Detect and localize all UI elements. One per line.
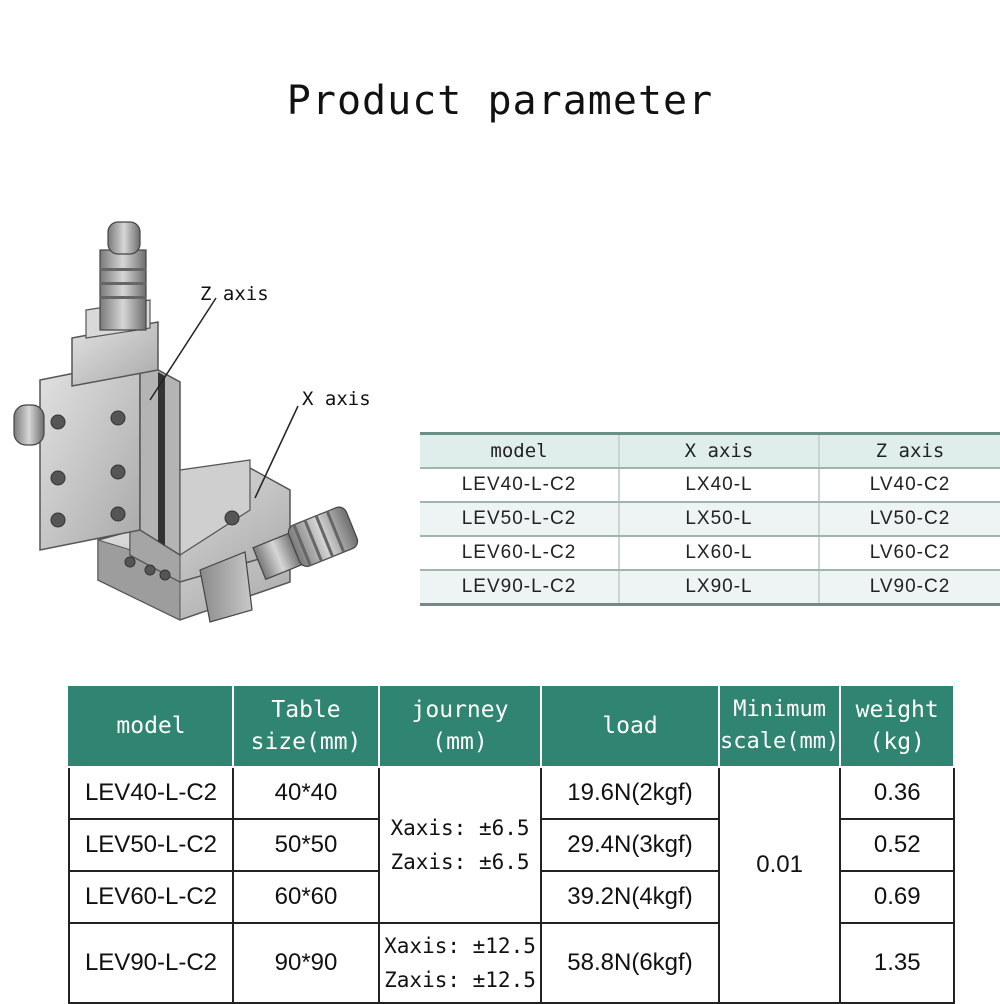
size-cell: 90*90 xyxy=(232,922,380,1004)
table-row: LEV90-L-C2 90*90 Xaxis: ±12.5 Zaxis: ±12… xyxy=(68,922,956,1004)
load-header: load xyxy=(540,684,720,768)
load-cell: 58.8N(6kgf) xyxy=(540,922,720,1004)
z-axis-cell: LV50-C2 xyxy=(818,502,1000,537)
model-cell: LEV60-L-C2 xyxy=(420,536,619,571)
journey-cell-small: Xaxis: ±6.5 Zaxis: ±6.5 xyxy=(378,766,542,924)
x-axis-cell: LX60-L xyxy=(618,536,819,571)
table-row: LEV40-L-C2 40*40 Xaxis: ±6.5 Zaxis: ±6.5… xyxy=(68,766,956,1004)
page-title: Product parameter xyxy=(286,78,714,124)
load-cell: 19.6N(2kgf) xyxy=(540,766,720,820)
weight-cell: 0.69 xyxy=(839,870,956,924)
x-axis-cell: LX90-L xyxy=(618,570,819,605)
x-axis-label: X axis xyxy=(302,388,371,410)
z-axis-cell: LV90-C2 xyxy=(818,570,1000,605)
min-scale-cell: 0.01 xyxy=(717,766,842,1004)
load-cell: 29.4N(3kgf) xyxy=(540,818,720,872)
table-row: LEV60-L-C2 LX60-L LV60-C2 xyxy=(420,536,1000,571)
z-axis-cell: LV40-C2 xyxy=(818,468,1000,503)
x-axis-cell: LX40-L xyxy=(618,468,819,503)
model-composition-table: model X axis Z axis LEV40-L-C2 LX40-L LV… xyxy=(420,432,1000,606)
table-row: LEV60-L-C2 60*60 39.2N(4kgf) 0.69 xyxy=(68,870,956,924)
weight-header: weight(kg) xyxy=(839,684,956,768)
journey-header: journey(mm) xyxy=(378,684,542,768)
journey-cell-large: Xaxis: ±12.5 Zaxis: ±12.5 xyxy=(378,922,542,1004)
weight-cell: 1.35 xyxy=(839,922,956,1004)
model-cell: LEV50-L-C2 xyxy=(68,818,234,872)
z-axis-cell: LV60-C2 xyxy=(818,536,1000,571)
size-cell: 40*40 xyxy=(232,766,380,820)
model-cell: LEV50-L-C2 xyxy=(420,502,619,537)
load-cell: 39.2N(4kgf) xyxy=(540,870,720,924)
size-cell: 50*50 xyxy=(232,818,380,872)
model-cell: LEV90-L-C2 xyxy=(420,570,619,605)
z-axis-leader-line xyxy=(149,297,217,401)
size-cell: 60*60 xyxy=(232,870,380,924)
weight-cell: 0.52 xyxy=(839,818,956,872)
model-header: model xyxy=(420,433,619,469)
x-axis-cell: LX50-L xyxy=(618,502,819,537)
weight-cell: 0.36 xyxy=(839,766,956,820)
model-cell: LEV90-L-C2 xyxy=(68,922,234,1004)
x-axis-leader-line xyxy=(254,405,299,499)
model-header: model xyxy=(68,684,234,768)
model-cell: LEV40-L-C2 xyxy=(68,766,234,820)
xz-stage-illustration xyxy=(13,221,359,623)
z-axis-label: Z axis xyxy=(200,283,269,305)
table-row: LEV50-L-C2 LX50-L LV50-C2 xyxy=(420,502,1000,537)
model-cell: LEV60-L-C2 xyxy=(68,870,234,924)
table-row: LEV90-L-C2 LX90-L LV90-C2 xyxy=(420,570,1000,605)
table-row: LEV40-L-C2 LX40-L LV40-C2 xyxy=(420,468,1000,503)
table-row: LEV50-L-C2 50*50 29.4N(3kgf) 0.52 xyxy=(68,818,956,872)
x-axis-header: X axis xyxy=(618,433,819,469)
model-cell: LEV40-L-C2 xyxy=(420,468,619,503)
z-axis-header: Z axis xyxy=(818,433,1000,469)
